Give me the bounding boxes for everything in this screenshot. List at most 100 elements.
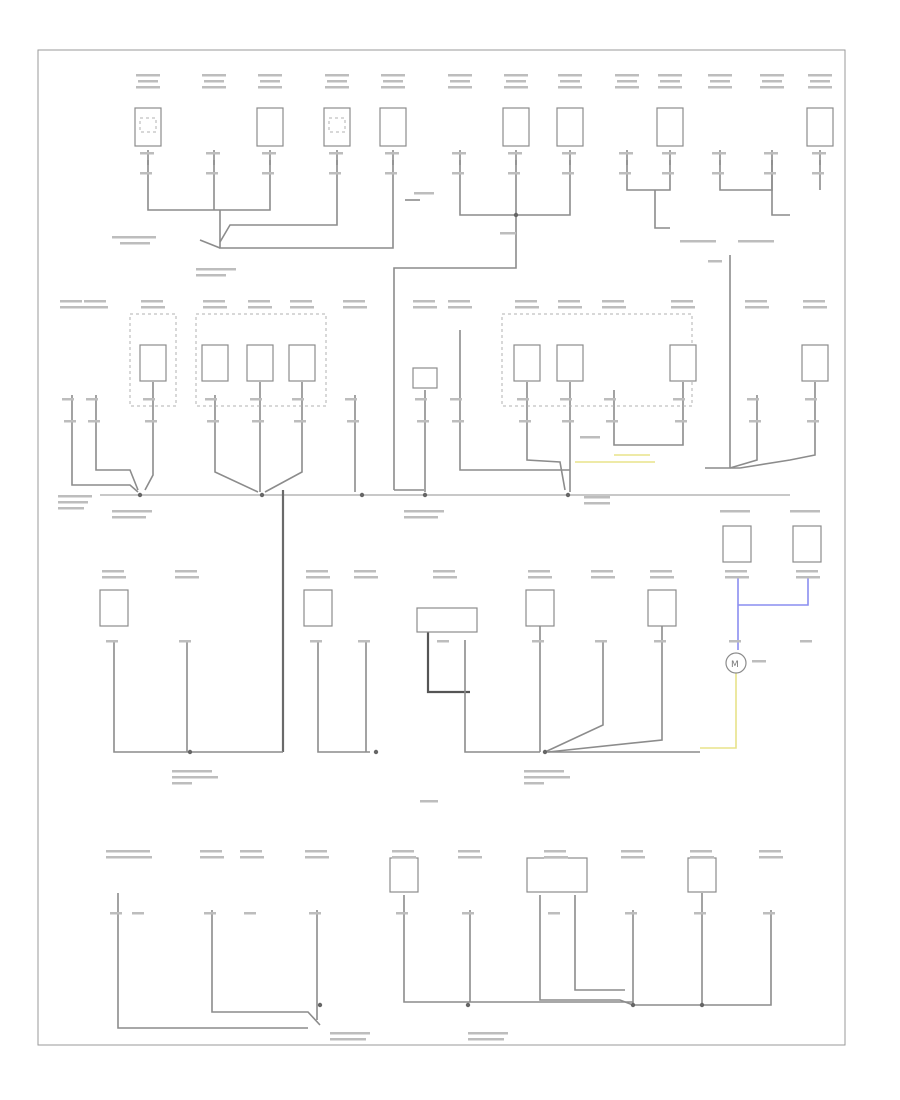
component-label-text: [260, 80, 280, 83]
component-connector: [526, 857, 588, 893]
component-label-text: [650, 576, 674, 579]
component-label-text: [621, 850, 643, 853]
wire: [214, 395, 259, 493]
component-label-text: [528, 576, 552, 579]
component-label-text: [106, 850, 128, 853]
motor-label: M: [731, 660, 739, 670]
ground-label: [330, 1032, 370, 1035]
wire: [771, 160, 790, 216]
component-label-text: [248, 300, 270, 303]
component-label-text: [790, 510, 820, 513]
component-label-text: [204, 80, 224, 83]
component-label-text: [602, 300, 624, 303]
component-label-text: [760, 74, 784, 77]
pin-label: [206, 152, 220, 155]
pin-label: [437, 640, 449, 643]
component-connector: [513, 344, 541, 382]
pin-label: [415, 398, 427, 401]
component-label-text: [615, 86, 639, 89]
ground-label: [330, 1038, 366, 1041]
component-label-text: [175, 570, 197, 573]
ground-point: [465, 1002, 471, 1008]
pin-label: [110, 912, 122, 915]
pin-label: [562, 152, 576, 155]
component-label-text: [60, 306, 84, 309]
ground-point: [317, 1002, 323, 1008]
pin-label: [764, 152, 778, 155]
component-label-text: [413, 300, 435, 303]
component-label-text: [558, 306, 582, 309]
pin-label: [662, 152, 676, 155]
pin-label: [250, 398, 262, 401]
component-label-text: [617, 80, 637, 83]
component-label-text: [343, 306, 367, 309]
component-label-text: [796, 576, 820, 579]
wire-color-label: [508, 172, 520, 175]
component-label-text: [102, 570, 124, 573]
wire-color-label: [812, 172, 824, 175]
wire: [147, 160, 271, 211]
pin-label: [292, 398, 304, 401]
component-label-text: [202, 86, 226, 89]
component-connector: [669, 344, 697, 382]
component-label-text: [760, 86, 784, 89]
wire: [719, 160, 773, 191]
wire-color-label: [675, 420, 687, 423]
pin-label: [805, 398, 817, 401]
ground-label: [584, 502, 610, 505]
component-label-text: [84, 306, 108, 309]
wire: [654, 190, 670, 229]
ground-label: [112, 510, 152, 513]
component-label-text: [290, 306, 314, 309]
component-label-text: [602, 306, 626, 309]
pin-label: [508, 152, 522, 155]
ground-point: [542, 749, 548, 755]
component-label-text: [504, 74, 528, 77]
pin-label: [548, 912, 560, 915]
ground-point: [187, 749, 193, 755]
component-label-text: [128, 856, 152, 859]
component-label-text: [141, 306, 165, 309]
wire: [219, 160, 394, 249]
pin-label: [654, 640, 666, 643]
component-label-text: [136, 86, 160, 89]
pin-label: [712, 152, 726, 155]
pin-label: [694, 912, 706, 915]
component-label-text: [448, 300, 470, 303]
pin-label: [244, 912, 256, 915]
component-label-text: [175, 576, 199, 579]
wire-color-label: [708, 260, 722, 263]
pin-label: [763, 912, 775, 915]
component-label-text: [325, 86, 349, 89]
pin-label: [329, 152, 343, 155]
component-label-text: [84, 300, 106, 303]
wire: [633, 910, 772, 1006]
pin-label: [800, 640, 812, 643]
component-label-text: [544, 850, 566, 853]
wire-note: [414, 192, 434, 195]
component-label-text: [458, 850, 480, 853]
component-label-text: [136, 74, 160, 77]
component-label-text: [200, 850, 222, 853]
pin-label: [262, 152, 276, 155]
splice-junction: [513, 212, 519, 218]
component-connector: [687, 857, 717, 893]
component-label-text: [248, 306, 272, 309]
ground-label: [680, 240, 716, 243]
component-label-text: [808, 74, 832, 77]
component-label-text: [506, 80, 526, 83]
component-label-text: [290, 300, 312, 303]
component-label-text: [810, 80, 830, 83]
component-connector: [379, 107, 407, 147]
blue-wire: [738, 576, 809, 606]
wire-color-label: [807, 420, 819, 423]
component-label-text: [803, 306, 827, 309]
wire-color-label: [347, 420, 359, 423]
wire-color-label: [606, 420, 618, 423]
pin-label: [560, 398, 572, 401]
ground-label: [584, 496, 610, 499]
pin-label: [595, 640, 607, 643]
component-label-text: [720, 510, 750, 513]
pin-label: [517, 398, 529, 401]
